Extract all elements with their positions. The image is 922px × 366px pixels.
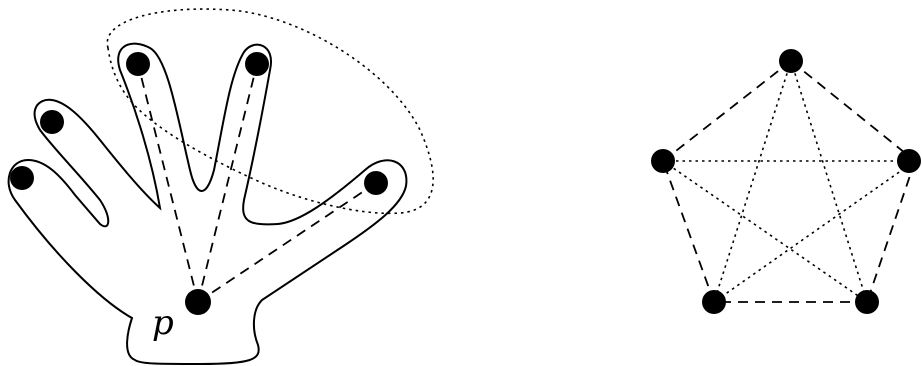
point-p-label: p — [152, 303, 174, 343]
point-p — [185, 289, 211, 315]
point-thumb — [364, 171, 388, 195]
point-index — [126, 52, 150, 76]
vertex-bottom-left — [702, 290, 726, 314]
diagonal-left-bottomright — [663, 161, 867, 302]
vertex-left — [651, 149, 675, 173]
pentagon-figure — [651, 49, 921, 314]
pentagon-edge-top-right — [791, 61, 915, 161]
point-pinky — [10, 166, 34, 190]
vertex-bottom-right — [855, 290, 879, 314]
vertex-right — [897, 149, 921, 173]
pentagon-edge-bottomleft-left — [663, 161, 714, 302]
pentagon-edge-right-bottomright — [867, 161, 915, 302]
hand-figure: p — [9, 9, 434, 364]
vertex-top — [779, 49, 803, 73]
edge-p-to-index — [138, 64, 198, 302]
pentagon-edge-left-top — [663, 61, 791, 161]
diagonal-top-bottomright — [791, 61, 867, 302]
point-middle — [245, 52, 269, 76]
point-ring — [40, 110, 64, 134]
hand-outline — [9, 44, 407, 364]
diagonal-right-bottomleft — [714, 161, 915, 302]
diagonal-top-bottomleft — [714, 61, 791, 302]
